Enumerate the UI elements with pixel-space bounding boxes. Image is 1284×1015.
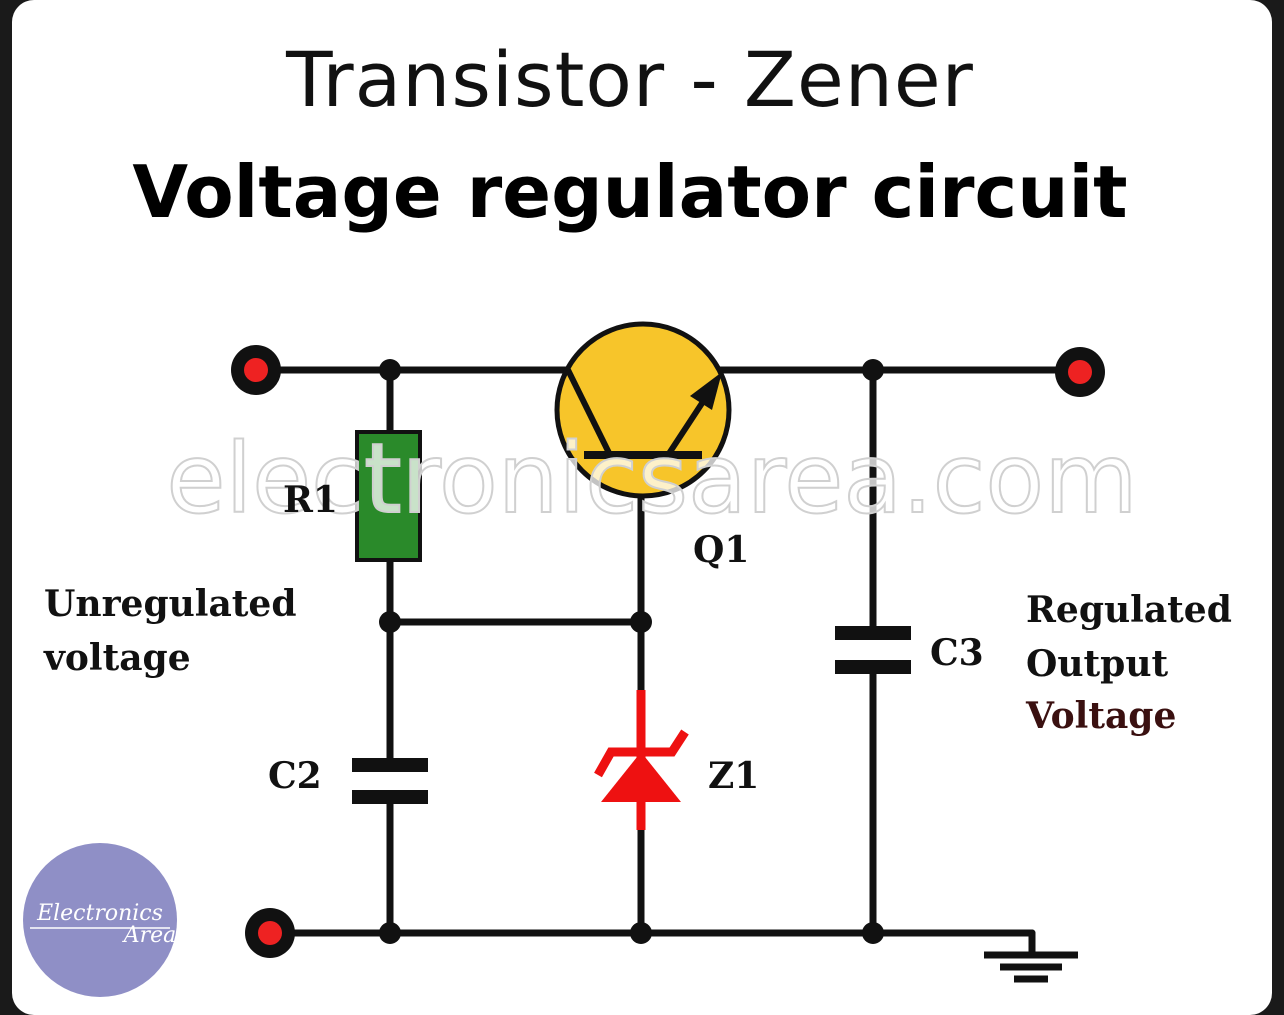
label-r1: R1 xyxy=(283,479,338,521)
terminal-input-bottom xyxy=(245,908,295,958)
capacitor-c2 xyxy=(352,758,428,804)
label-voltage-input: voltage xyxy=(43,637,191,679)
label-regulated: Regulated xyxy=(1026,589,1232,631)
junction-dot xyxy=(379,922,401,944)
terminals xyxy=(231,345,1105,958)
electronics-area-logo: Electronics Area xyxy=(23,843,177,997)
logo-text-line-1: Electronics xyxy=(36,901,163,926)
label-q1: Q1 xyxy=(693,529,749,571)
junction-dot xyxy=(379,611,401,633)
label-z1: Z1 xyxy=(708,755,759,797)
junctions xyxy=(379,359,884,944)
label-c2: C2 xyxy=(268,755,322,797)
junction-dot xyxy=(862,922,884,944)
watermark-text: electronicsarea.com xyxy=(166,423,1137,535)
title-line-2: Voltage regulator circuit xyxy=(132,150,1128,234)
zener-diode-z1 xyxy=(594,690,689,830)
label-output: Output xyxy=(1026,643,1169,685)
junction-dot xyxy=(862,359,884,381)
label-unregulated: Unregulated xyxy=(44,583,297,625)
resistor-r1 xyxy=(355,430,422,562)
terminal-output-top xyxy=(1055,347,1105,397)
junction-dot xyxy=(630,611,652,633)
junction-dot xyxy=(630,922,652,944)
label-c3: C3 xyxy=(930,632,984,674)
transistor-q1 xyxy=(554,321,732,499)
logo-text-line-2: Area xyxy=(122,923,177,948)
junction-dot xyxy=(379,359,401,381)
title-line-1: Transistor - Zener xyxy=(286,35,974,124)
terminal-input-top xyxy=(231,345,281,395)
capacitor-c3 xyxy=(835,626,911,674)
label-voltage-output: Voltage xyxy=(1025,695,1176,737)
emitter-arrow-icon xyxy=(690,372,722,410)
ground-icon xyxy=(984,951,1078,983)
